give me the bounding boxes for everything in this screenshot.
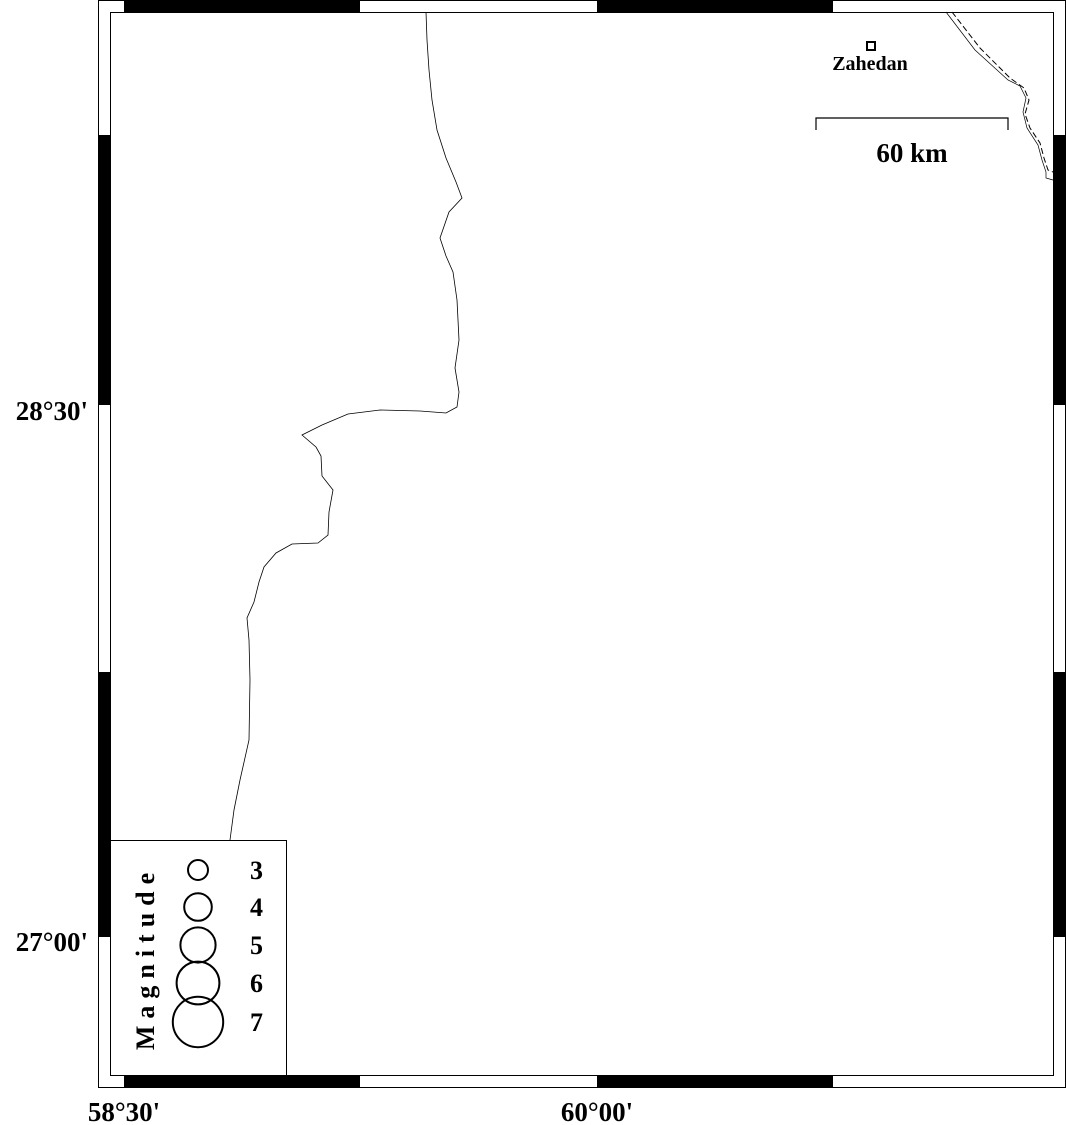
frame-ticks bbox=[99, 1, 1065, 1087]
legend-circle-mag-4 bbox=[183, 892, 213, 922]
city-label: Zahedan bbox=[832, 53, 908, 75]
legend-label-mag-7: 7 bbox=[250, 1008, 263, 1037]
border-line bbox=[229, 11, 463, 841]
lon-label-58-30: 58°30' bbox=[88, 1097, 160, 1125]
legend-label-mag-3: 3 bbox=[250, 856, 263, 885]
legend: Magnitude 3 4 5 6 7 bbox=[110, 840, 287, 1076]
legend-circle-mag-3 bbox=[187, 859, 209, 881]
legend-circle-mag-5 bbox=[179, 926, 217, 964]
lat-label-28-30: 28°30' bbox=[16, 396, 88, 426]
square-icon bbox=[866, 41, 876, 51]
lon-label-60-00: 60°00' bbox=[561, 1097, 633, 1125]
scale-bar bbox=[815, 117, 1009, 130]
legend-label-mag-4: 4 bbox=[250, 893, 263, 922]
legend-circle-mag-6 bbox=[175, 960, 221, 1006]
legend-circle-mag-7 bbox=[171, 995, 225, 1049]
boundary-dashed-ne bbox=[951, 11, 1054, 173]
scale-bar-label: 60 km bbox=[876, 138, 948, 168]
legend-label-mag-5: 5 bbox=[250, 931, 263, 960]
lat-label-27-00: 27°00' bbox=[16, 927, 88, 957]
legend-title: Magnitude bbox=[131, 866, 160, 1050]
legend-label-mag-6: 6 bbox=[250, 969, 263, 998]
coastline-ne bbox=[945, 11, 1054, 181]
